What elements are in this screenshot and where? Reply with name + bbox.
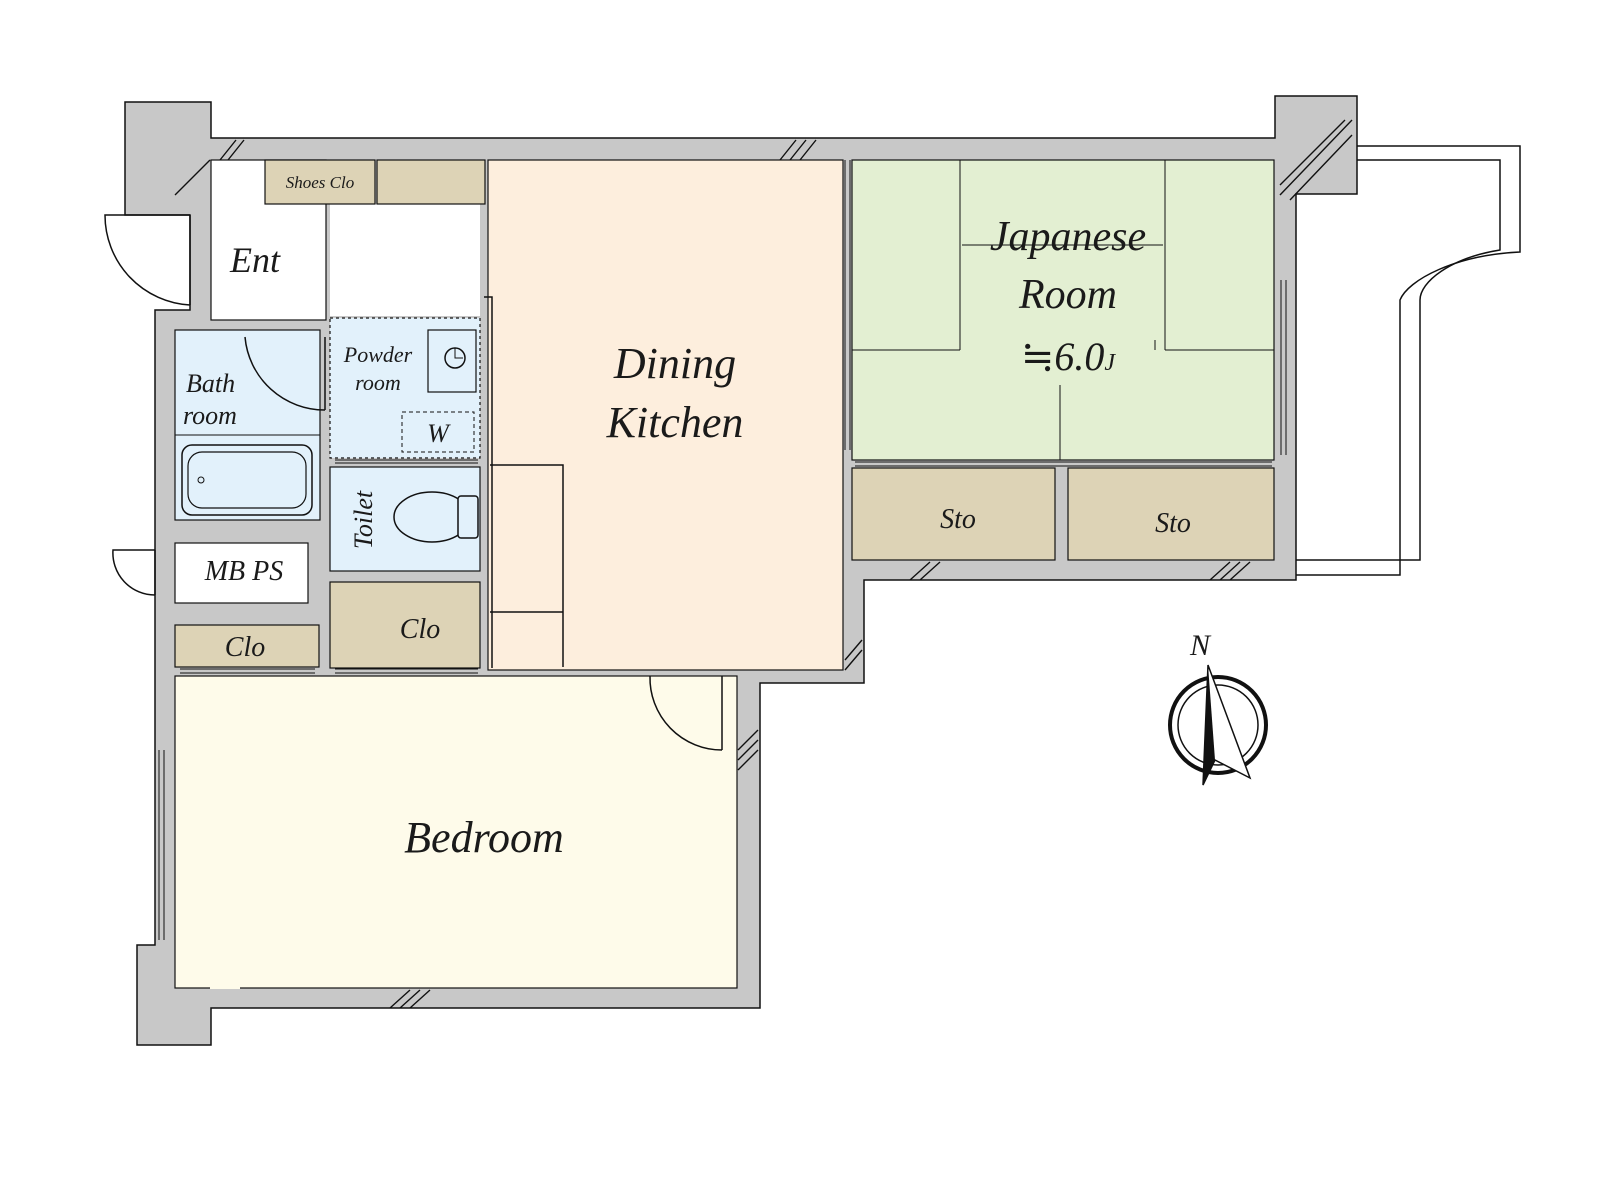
japanese-room-size-value: ≒6.0 [1021, 334, 1105, 379]
mbps-label: MB PS [204, 556, 284, 587]
compass-north-label: N [1189, 629, 1212, 662]
bathtub [181, 444, 313, 516]
powder-label-line2: room [355, 370, 401, 395]
kitchen-label-line2: Kitchen [606, 398, 744, 447]
bedroom-label: Bedroom [404, 813, 564, 862]
dining-label-line1: Dining [613, 339, 736, 388]
storage-right-floor [1067, 467, 1275, 561]
japanese-room-size: ≒6.0J [1021, 334, 1117, 379]
toilet-label: Toilet [349, 490, 378, 549]
entry-door-swing [104, 214, 191, 306]
balcony [1296, 145, 1521, 576]
kitchen-counter [490, 464, 564, 667]
japanese-room-label-line2: Room [1018, 272, 1117, 318]
dining-kitchen-floor [487, 159, 844, 671]
sink [427, 329, 477, 393]
washer-pan [401, 411, 475, 453]
bath-door-swing [244, 336, 326, 411]
shoes-closet-label: Shoes Clo [286, 173, 354, 192]
fixtures [104, 160, 1287, 940]
closet-center-label: Clo [400, 614, 440, 645]
mbps-door-swing [112, 549, 156, 596]
closet-left-floor [174, 624, 320, 668]
washer-label: W [427, 419, 451, 448]
bath-label-line2: room [183, 401, 237, 430]
closet-left-label: Clo [225, 632, 265, 663]
bedroom-door-swing [649, 675, 723, 751]
room-labels: Dining Kitchen Japanese Room ≒6.0J Bedro… [183, 173, 1191, 862]
hall-floor [330, 204, 480, 316]
entrance-label: Ent [229, 240, 281, 280]
bedroom-floor [174, 675, 738, 989]
rooms [174, 159, 1275, 989]
japanese-room-label-line1: Japanese [990, 214, 1146, 260]
toilet-bowl-icon [393, 491, 479, 543]
powder-label-line1: Powder [343, 342, 413, 367]
storage-left-floor [851, 467, 1056, 561]
mbps-box [174, 542, 309, 604]
compass: N [1168, 629, 1268, 786]
japanese-room-floor [851, 159, 1275, 461]
storage-left-label: Sto [940, 504, 976, 535]
storage-right-label: Sto [1155, 508, 1191, 539]
closet-center-floor [329, 581, 481, 669]
japanese-room-size-unit: J [1104, 350, 1116, 376]
bath-label-line1: Bath [186, 369, 235, 398]
shoes-closet-floor [264, 159, 376, 205]
wall-hatches [174, 119, 1353, 1009]
compass-ring [1168, 675, 1268, 775]
